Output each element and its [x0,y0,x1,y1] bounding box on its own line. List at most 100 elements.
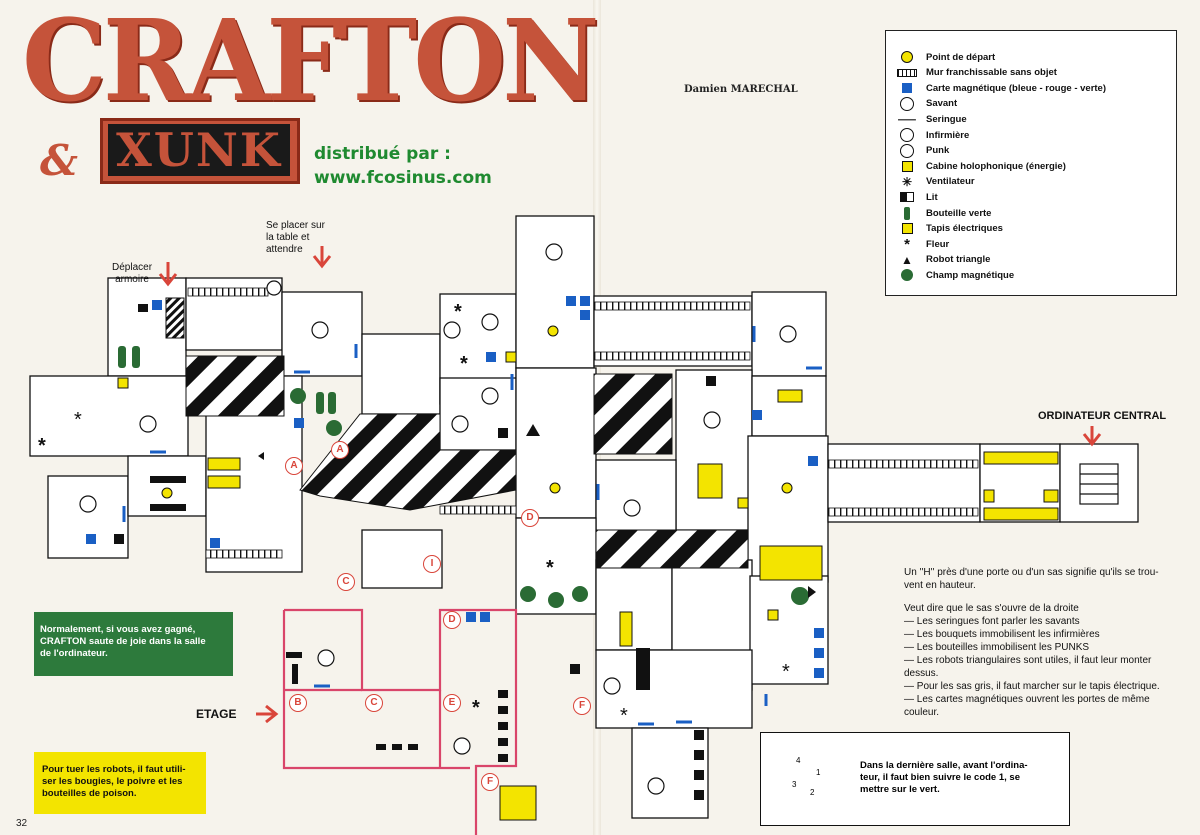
legend-label: Punk [926,145,950,157]
electric-carpet-icon [207,475,241,489]
magnetic-field [326,420,342,436]
logo-crafton: CRAFTON [22,0,600,127]
legend-label: Lit [926,191,938,203]
crossable-wall [205,549,283,559]
wardrobe [165,297,185,339]
room-marker: C [337,573,355,591]
bed-icon [408,744,418,750]
legend-label: Point de départ [926,51,996,63]
legend-label: Tapis électriques [926,223,1003,235]
crossable-wall [187,287,269,297]
room-south-low [595,649,753,729]
magnetic-card [814,648,824,658]
distribution-credit: distribué par : www.fcosinus.com [314,142,492,190]
note-h-doors: Un ''H'' près d'une porte ou d'un sas si… [904,567,1159,591]
scientist-icon [311,321,329,339]
flower-icon: * [546,557,554,579]
characters [79,243,797,795]
bed-icon [636,648,650,690]
distribution-label: distribué par : [314,144,451,164]
legend-label: Seringue [926,113,967,125]
crossable-wall [593,351,751,361]
magnetic-card [752,410,762,420]
green-bottle-icon [118,346,126,368]
start-point-icon [896,50,918,64]
scientist-icon [79,495,97,513]
arrow-down-icon [1082,426,1102,447]
crossable-wall-icon [896,66,918,80]
legend-item: Cabine holophonique (énergie) [896,158,1066,174]
legend-item: Tapis électriques [896,221,1003,237]
annotation-move-wardrobe: Déplacer armoire [112,262,153,285]
beds-bottles [114,304,816,690]
crossable-wall [827,507,979,517]
punk-icon [139,415,157,433]
magnetic-card [566,296,576,306]
rule-line: — Les bouteilles immobilisent les PUNKS [904,642,1090,653]
distribution-url[interactable]: www.fcosinus.com [314,168,492,188]
legend-label: Bouteille verte [926,207,992,219]
room-marker: F [573,697,591,715]
legend-item: Infirmière [896,127,969,143]
crossable-wall [439,505,517,515]
label-floor: ETAGE [196,707,237,721]
flower-icon: * [472,697,480,719]
legend-item: Savant [896,96,957,112]
floor-contents [286,652,704,800]
floor-outline [282,610,470,770]
triangle-robot-icon: ▲ [901,252,913,267]
triangle-robot-icon [258,452,264,460]
bed-icon [498,754,508,762]
legend-item: Punk [896,143,949,159]
holophonic-cabin-icon [737,497,749,509]
holo-cabins-carpets [117,351,1059,821]
electric-carpet-icon [1043,489,1059,503]
start-point-icon [161,487,173,499]
green-bottle-icon [896,206,918,220]
punk-icon [896,143,918,158]
nurse-icon [453,737,471,755]
robots-note: Pour tuer les robots, il faut utili- ser… [34,752,206,814]
bed-icon [896,190,918,204]
magnetic-card [294,418,304,428]
bed-icon [694,750,704,760]
legend-item: Mur franchissable sans objet [896,65,1057,81]
scientist-icon [545,243,563,261]
start-point-icon [781,482,793,494]
room-marker: C [365,694,383,712]
start-point-icon [549,482,561,494]
logo-ampersand: & [40,136,78,185]
magnetic-cards [86,296,824,678]
bed-icon [150,504,186,511]
punk-icon [481,313,499,331]
arrow-down-icon [158,262,178,287]
legend-label: Infirmière [926,129,970,141]
fan-icon: * [74,409,82,431]
electric-carpet-icon [759,545,823,581]
flowers-and-fans: * * * * * * * * [38,301,790,727]
scientist-icon [266,280,282,296]
bed-icon [694,730,704,740]
bed-icon [706,376,716,386]
punk-icon [603,677,621,695]
holophonic-cabin-icon [767,609,779,621]
triangle-robot-icon [526,424,540,436]
fan-icon: * [782,661,790,683]
legend-item: Carte magnétique (bleue - rouge - verte) [896,80,1106,96]
scientist-icon [703,411,721,429]
arrow-right-icon [256,704,279,724]
room-southwest [47,475,129,559]
magnetic-card [580,310,590,320]
logo-xunk: XUNK [108,124,290,176]
electric-carpet-icon [777,389,803,403]
floor-outline [284,608,518,835]
room-syringe [361,333,441,415]
room-nurse [439,377,517,451]
punk-icon [451,415,469,433]
electric-carpet-icon [983,489,995,503]
grey-airlocks [165,297,749,569]
nurse-icon [896,128,918,142]
